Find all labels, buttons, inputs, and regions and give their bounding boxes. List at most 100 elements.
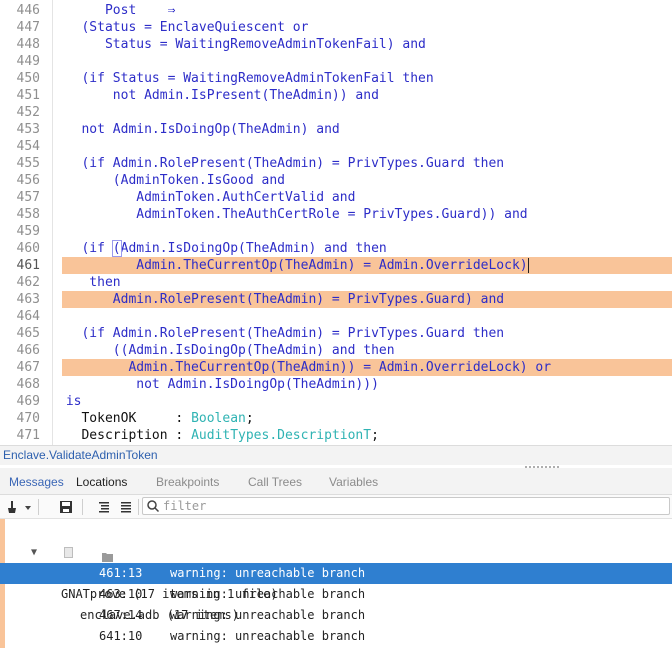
code-line[interactable]: 450 (if Status = WaitingRemoveAdminToken…: [0, 70, 672, 87]
tree-file-label: enclave.adb (17 items): [80, 608, 239, 622]
code-line[interactable]: 466 ((Admin.IsDoingOp(TheAdmin) and then: [0, 342, 672, 359]
code-line[interactable]: 449: [0, 53, 672, 70]
code-token: ⇒: [167, 3, 176, 18]
message-location[interactable]: 467:14: [99, 608, 143, 622]
code-line[interactable]: 451 not Admin.IsPresent(TheAdmin)) and: [0, 87, 672, 104]
code-token: ;: [245, 411, 254, 426]
bottom-panel: Messages Locations Breakpoints Call Tree…: [0, 468, 672, 648]
message-row[interactable]: 461:13 warning: unreachable branch: [0, 563, 672, 584]
code-token: not Admin.IsDoingOp(TheAdmin))): [58, 377, 379, 392]
code-text: Admin.TheCurrentOp(TheAdmin) = Admin.Ove…: [58, 257, 529, 274]
line-number: 451: [16, 88, 40, 103]
matching-paren: (: [111, 240, 122, 257]
line-number: 464: [16, 309, 40, 324]
code-token: Admin.IsDoingOp(TheAdmin) and then: [120, 241, 387, 256]
code-text: AdminToken.AuthCertValid and: [58, 189, 355, 206]
toolbar-separator: [38, 499, 39, 515]
message-location[interactable]: 641:10: [99, 629, 143, 643]
code-line[interactable]: 468 not Admin.IsDoingOp(TheAdmin))): [0, 376, 672, 393]
code-token: not Admin.IsDoingOp(TheAdmin) and: [58, 122, 340, 137]
message-row[interactable]: 463:10 warning: unreachable branch: [0, 584, 672, 605]
code-line[interactable]: 452: [0, 104, 672, 121]
resize-grip-handle[interactable]: [524, 465, 560, 469]
code-text: Status = WaitingRemoveAdminTokenFail) an…: [58, 36, 426, 53]
locations-tree[interactable]: ▼ GNATprove (17 items in 1 file) ▼ encla…: [0, 519, 672, 648]
line-number: 459: [16, 224, 40, 239]
tab-breakpoints[interactable]: Breakpoints: [156, 475, 220, 489]
code-line[interactable]: 469 is: [0, 393, 672, 410]
line-number: 470: [16, 411, 40, 426]
tree-file-row[interactable]: ▼ enclave.adb (17 items): [0, 542, 672, 622]
tab-messages[interactable]: Messages: [9, 475, 64, 489]
code-line[interactable]: 465 (if Admin.RolePresent(TheAdmin) = Pr…: [0, 325, 672, 342]
filter-input[interactable]: [163, 498, 643, 514]
code-line[interactable]: 453 not Admin.IsDoingOp(TheAdmin) and: [0, 121, 672, 138]
collapse-triangle-icon[interactable]: ▼: [31, 547, 38, 558]
message-text: warning: unreachable branch: [170, 587, 366, 601]
code-line[interactable]: 471 Description : AuditTypes.Description…: [0, 427, 672, 444]
code-text: AdminToken.TheAuthCertRole = PrivTypes.G…: [58, 206, 527, 223]
line-number: 468: [16, 377, 40, 392]
code-text: then: [58, 274, 121, 291]
code-line[interactable]: 454: [0, 138, 672, 155]
line-number: 452: [16, 105, 40, 120]
code-token: (Status = EnclaveQuiescent or: [58, 20, 309, 35]
tab-variables[interactable]: Variables: [329, 475, 379, 489]
line-number: 458: [16, 207, 40, 222]
code-editor[interactable]: 446 Post ⇒447 (Status = EnclaveQuiescent…: [0, 0, 672, 445]
expand-all-icon[interactable]: [96, 499, 112, 515]
code-token: AuditTypes.DescriptionT: [191, 428, 372, 443]
code-text: Admin.RolePresent(TheAdmin) = PrivTypes.…: [58, 291, 504, 308]
message-text: warning: unreachable branch: [170, 566, 366, 580]
code-text: Admin.TheCurrentOp(TheAdmin)) = Admin.Ov…: [58, 359, 551, 376]
message-location[interactable]: 463:10: [99, 587, 143, 601]
code-line[interactable]: 457 AdminToken.AuthCertValid and: [0, 189, 672, 206]
code-token: not Admin.IsPresent(TheAdmin)) and: [58, 88, 379, 103]
code-token: TokenOK :: [58, 411, 192, 426]
code-line[interactable]: 462 then: [0, 274, 672, 291]
tab-call-trees[interactable]: Call Trees: [248, 475, 303, 489]
code-line[interactable]: 458 AdminToken.TheAuthCertRole = PrivTyp…: [0, 206, 672, 223]
code-line[interactable]: 446 Post ⇒: [0, 2, 672, 19]
line-number: 463: [16, 292, 40, 307]
code-text: (if Admin.RolePresent(TheAdmin) = PrivTy…: [58, 325, 504, 342]
code-line[interactable]: 464: [0, 308, 672, 325]
code-token: (AdminToken.IsGood and: [58, 173, 285, 188]
line-number: 455: [16, 156, 40, 171]
code-line[interactable]: 470 TokenOK : Boolean;: [0, 410, 672, 427]
tab-locations[interactable]: Locations: [76, 475, 128, 489]
code-line[interactable]: 460 (if (Admin.IsDoingOp(TheAdmin) and t…: [0, 240, 672, 257]
code-line[interactable]: 456 (AdminToken.IsGood and: [0, 172, 672, 189]
code-token: (if: [58, 241, 113, 256]
tree-root-row[interactable]: ▼ GNATprove (17 items in 1 file): [0, 521, 672, 601]
message-location[interactable]: 461:13: [99, 566, 143, 580]
code-token: then: [58, 275, 121, 290]
collapse-all-icon[interactable]: [118, 499, 134, 515]
brush-icon[interactable]: [4, 499, 20, 515]
code-line[interactable]: 448 Status = WaitingRemoveAdminTokenFail…: [0, 36, 672, 53]
code-line-highlighted[interactable]: 461 Admin.TheCurrentOp(TheAdmin) = Admin…: [0, 257, 672, 274]
dropdown-arrow-icon[interactable]: [22, 499, 34, 515]
code-line[interactable]: 447 (Status = EnclaveQuiescent or: [0, 19, 672, 36]
code-line[interactable]: 455 (if Admin.RolePresent(TheAdmin) = Pr…: [0, 155, 672, 172]
code-line[interactable]: 459: [0, 223, 672, 240]
code-token: is: [58, 394, 82, 409]
save-icon[interactable]: [58, 499, 74, 515]
text-cursor: ): [519, 258, 529, 273]
code-line-highlighted[interactable]: 467 Admin.TheCurrentOp(TheAdmin)) = Admi…: [0, 359, 672, 376]
code-token: AdminToken.AuthCertValid and: [58, 190, 356, 205]
code-token: Post: [58, 3, 168, 18]
code-line-highlighted[interactable]: 463 Admin.RolePresent(TheAdmin) = PrivTy…: [0, 291, 672, 308]
line-number: 461: [16, 258, 40, 273]
line-number: 449: [16, 54, 40, 69]
current-subprogram-label[interactable]: Enclave.ValidateAdminToken: [3, 448, 158, 462]
code-text: not Admin.IsDoingOp(TheAdmin) and: [58, 121, 340, 138]
code-text: ((Admin.IsDoingOp(TheAdmin) and then: [58, 342, 395, 359]
toolbar-separator: [82, 499, 83, 515]
line-number: 457: [16, 190, 40, 205]
code-text: not Admin.IsDoingOp(TheAdmin))): [58, 376, 379, 393]
code-token: Admin.TheCurrentOp(TheAdmin)) = Admin.Ov…: [58, 360, 552, 375]
filter-field[interactable]: [142, 497, 670, 515]
